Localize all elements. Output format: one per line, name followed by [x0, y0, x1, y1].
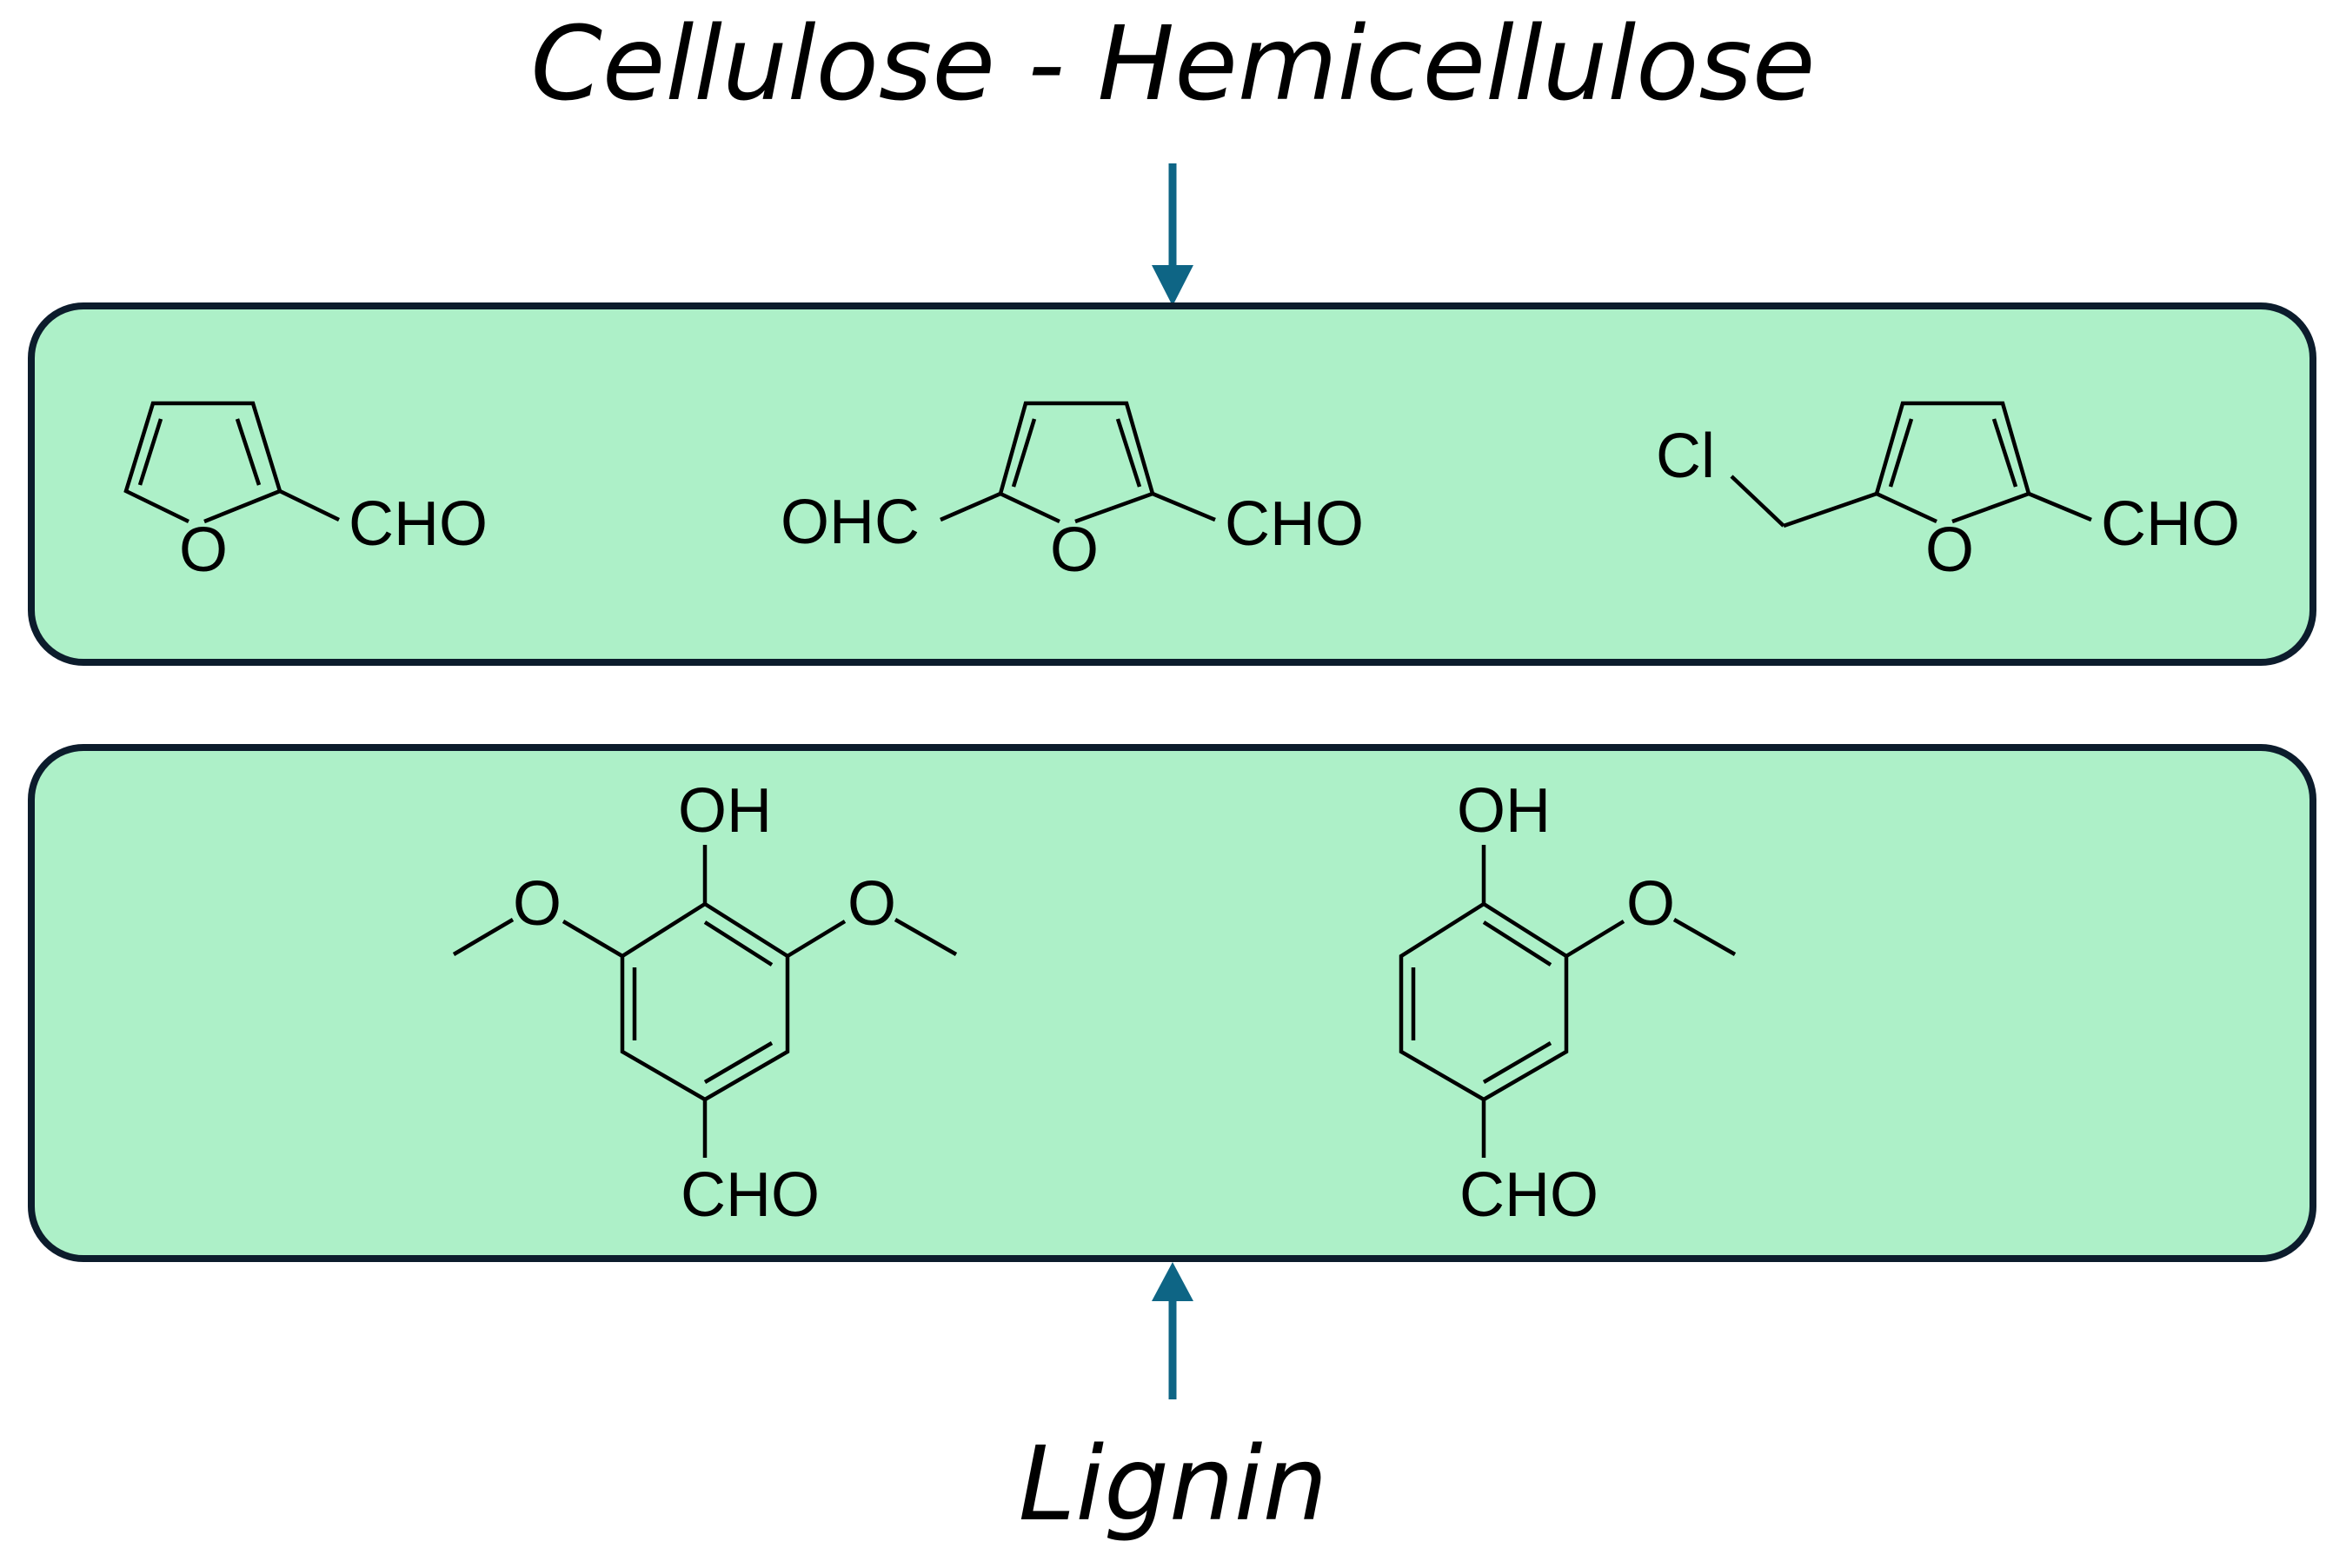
ring-oxygen-label: O: [179, 515, 228, 585]
top-source-title: Cellulose - Hemicellulose: [530, 3, 1816, 123]
aldehyde-label: CHO: [1459, 1160, 1598, 1230]
hydroxyl-label: OH: [1457, 776, 1551, 846]
vanillin-structure: OH O CHO: [1399, 776, 1737, 1230]
syringaldehyde-structure: OH O O CHO: [452, 776, 958, 1230]
cellulose-products-box: [28, 302, 2316, 666]
left-aldehyde-label: OHC: [781, 488, 920, 557]
diformylfuran-structure: O OHC CHO: [781, 401, 1364, 585]
methoxy-oxygen-label: O: [1626, 869, 1675, 939]
furfural-structure: O CHO: [123, 401, 488, 585]
ring-oxygen-label: O: [1925, 515, 1974, 585]
bottom-source-title: Lignin: [1018, 1424, 1328, 1544]
up-arrow: [1152, 1262, 1193, 1399]
right-aldehyde-label: CHO: [1225, 489, 1364, 559]
hydroxyl-label: OH: [678, 776, 772, 846]
aldehyde-label: CHO: [681, 1160, 820, 1230]
right-methoxy-oxygen-label: O: [847, 869, 896, 939]
down-arrow: [1152, 163, 1193, 306]
ring-oxygen-label: O: [1050, 515, 1099, 585]
aldehyde-label: CHO: [2101, 489, 2240, 559]
chlorine-label: Cl: [1656, 422, 1715, 491]
chloromethylfurfural-structure: O Cl CHO: [1656, 401, 2240, 585]
left-methoxy-oxygen-label: O: [513, 869, 562, 939]
aldehyde-label: CHO: [349, 489, 488, 559]
lignin-products-box: [28, 744, 2316, 1262]
